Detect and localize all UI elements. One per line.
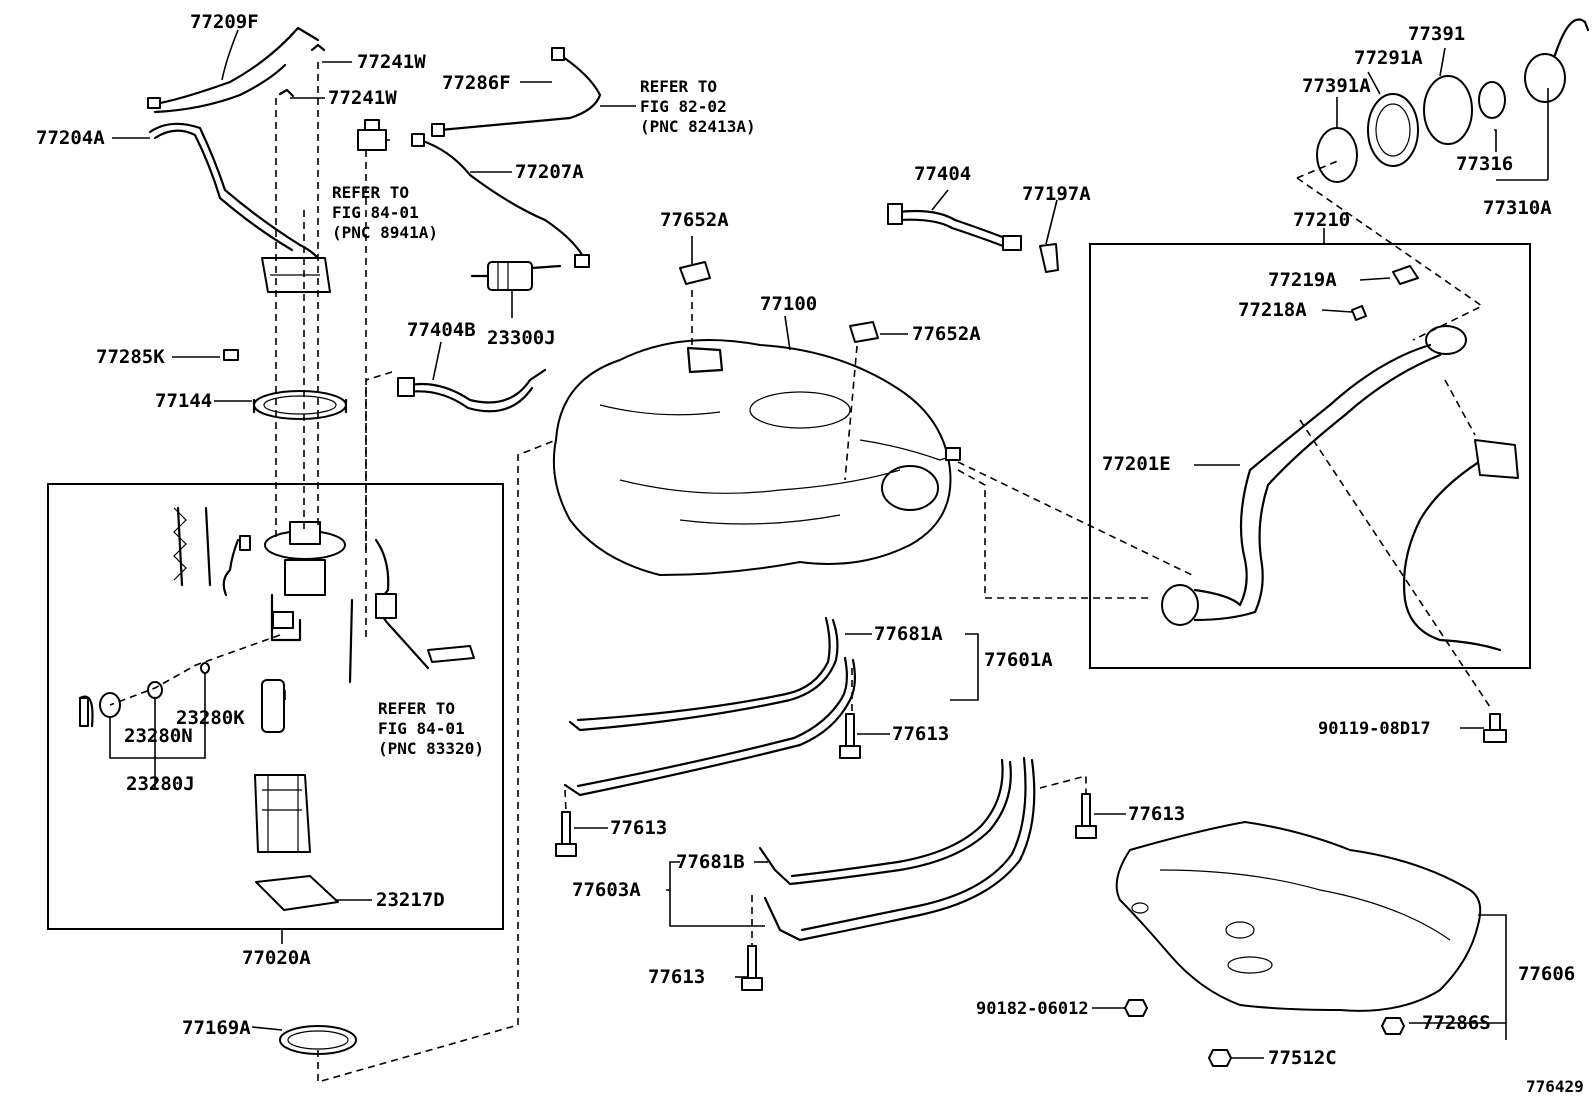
label-77218A[interactable]: 77218A: [1238, 299, 1307, 321]
clamp-77197a-shape: [1039, 243, 1059, 273]
label-77285K[interactable]: 77285K: [96, 346, 165, 368]
ref-82-line3: (PNC 82413A): [640, 117, 756, 136]
pad-77652a-shapes: [679, 261, 879, 343]
protector-77606-shape: [1115, 821, 1482, 1012]
label-77210[interactable]: 77210: [1293, 209, 1350, 231]
ref-84a-line2: FIG 84-01: [332, 203, 419, 222]
label-77100[interactable]: 77100: [760, 293, 817, 315]
label-77606[interactable]: 77606: [1518, 963, 1575, 985]
fuel-line-77204a-shape: [148, 122, 331, 293]
label-77391[interactable]: 77391: [1408, 23, 1465, 45]
label-77613-upper[interactable]: 77613: [892, 723, 949, 745]
reference-note-84-01-a: REFER TO FIG 84-01 (PNC 8941A): [332, 183, 438, 242]
label-23280K[interactable]: 23280K: [176, 707, 245, 729]
reference-note-84-01-b: REFER TO FIG 84-01 (PNC 83320): [378, 699, 484, 758]
label-77681A[interactable]: 77681A: [874, 623, 943, 645]
label-77204A[interactable]: 77204A: [36, 127, 105, 149]
label-77404[interactable]: 77404: [914, 163, 971, 185]
ref-84b-line3: (PNC 83320): [378, 739, 484, 758]
label-77316[interactable]: 77316: [1456, 153, 1513, 175]
label-77603A[interactable]: 77603A: [572, 879, 641, 901]
gasket-77169a-shape: [279, 1025, 357, 1055]
label-77613-lower[interactable]: 77613: [648, 966, 705, 988]
reference-note-82-02: REFER TO FIG 82-02 (PNC 82413A): [640, 77, 756, 136]
clip-77241w-shapes: [278, 43, 326, 98]
strap-77601a-shape: [563, 616, 857, 797]
hose-77404b-shape: [397, 368, 547, 413]
fuel-line-77207a-shape: [411, 47, 602, 268]
label-77291A[interactable]: 77291A: [1354, 47, 1423, 69]
label-77197A[interactable]: 77197A: [1022, 183, 1091, 205]
fuel-cap-shapes: [1316, 18, 1590, 183]
bolt-77613-shapes: [555, 713, 1097, 991]
ref-82-line1: REFER TO: [640, 77, 717, 96]
ref-82-line2: FIG 82-02: [640, 97, 727, 116]
ref-84b-line2: FIG 84-01: [378, 719, 465, 738]
label-77652A-top[interactable]: 77652A: [660, 209, 729, 231]
dashed-alignment-lines: [109, 62, 1493, 1084]
retainer-ring-shape: [252, 390, 348, 420]
ref-84a-line1: REFER TO: [332, 183, 409, 202]
label-77391A[interactable]: 77391A: [1302, 75, 1371, 97]
label-77020A[interactable]: 77020A: [242, 947, 311, 969]
label-77201E[interactable]: 77201E: [1102, 453, 1171, 475]
label-23280N[interactable]: 23280N: [124, 725, 193, 747]
label-90182-06012[interactable]: 90182-06012: [976, 999, 1089, 1019]
label-77681B[interactable]: 77681B: [676, 851, 745, 873]
ref-84b-line1: REFER TO: [378, 699, 455, 718]
fuel-tank-shape: [552, 339, 961, 576]
leader-lines: [109, 29, 1549, 1059]
filler-pipe-box: [1089, 243, 1531, 669]
strap-77603a-shape: [758, 756, 1036, 942]
label-77169A[interactable]: 77169A: [182, 1017, 251, 1039]
label-77241W-upper[interactable]: 77241W: [357, 51, 426, 73]
label-23280J[interactable]: 23280J: [126, 773, 195, 795]
label-77241W-lower[interactable]: 77241W: [328, 87, 397, 109]
ref-84a-line3: (PNC 8941A): [332, 223, 438, 242]
label-77286S[interactable]: 77286S: [1422, 1012, 1491, 1034]
fuel-line-77209f-shape: [147, 26, 320, 114]
bolt-90119-shape: [1483, 713, 1507, 743]
label-77512C[interactable]: 77512C: [1268, 1047, 1337, 1069]
label-77207A[interactable]: 77207A: [515, 161, 584, 183]
label-77652A-right[interactable]: 77652A: [912, 323, 981, 345]
filler-pipe-shapes: [1161, 265, 1519, 652]
vent-valve-shape: [357, 119, 387, 151]
clip-77285k-shape: [223, 349, 239, 361]
label-90119-08D17[interactable]: 90119-08D17: [1318, 719, 1431, 739]
label-77209F[interactable]: 77209F: [190, 11, 259, 33]
fuel-filter-shape: [470, 261, 562, 291]
label-77404B[interactable]: 77404B: [407, 319, 476, 341]
label-77310A[interactable]: 77310A: [1483, 197, 1552, 219]
label-77144[interactable]: 77144: [155, 390, 212, 412]
label-77286F[interactable]: 77286F: [442, 72, 511, 94]
label-77613-left[interactable]: 77613: [610, 817, 667, 839]
label-77219A[interactable]: 77219A: [1268, 269, 1337, 291]
label-23300J[interactable]: 23300J: [487, 327, 556, 349]
label-77601A[interactable]: 77601A: [984, 649, 1053, 671]
figure-number: 776429: [1526, 1077, 1584, 1096]
label-77613-right[interactable]: 77613: [1128, 803, 1185, 825]
part-number-labels: 77209F 77241W 77241W 77286F 77204A 77207…: [36, 11, 1575, 1069]
label-23217D[interactable]: 23217D: [376, 889, 445, 911]
hose-77404-shape: [887, 203, 1022, 251]
